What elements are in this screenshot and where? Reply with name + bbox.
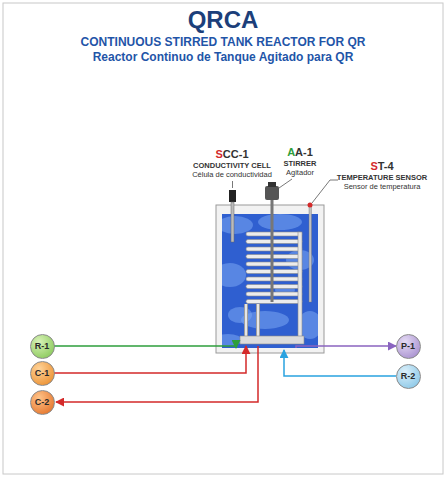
stream-circle: C-1 <box>30 361 55 386</box>
coil-turn <box>246 247 302 251</box>
stream-circle: C-2 <box>30 390 55 415</box>
coil-turn <box>246 285 302 289</box>
conductivity-probe <box>231 202 234 242</box>
title: QRCA <box>188 6 259 34</box>
stream-circle: R-2 <box>396 364 421 389</box>
callout-label: Agitador <box>286 168 314 177</box>
stream-code: R-1 <box>35 341 50 351</box>
callout-label: TEMPERATURE SENSOR <box>337 173 427 182</box>
coolant-in-line <box>54 346 246 373</box>
coolant-out-line <box>56 346 258 402</box>
subtitle: CONTINUOUS STIRRED TANK REACTOR FOR QR <box>81 35 366 49</box>
stream-code: C-1 <box>35 368 50 378</box>
callout-label: CONDUCTIVITY CELL <box>193 161 271 170</box>
stream-code: R-2 <box>401 371 416 381</box>
coil-return <box>298 232 302 342</box>
feed2-line <box>284 350 396 376</box>
leader-line <box>232 181 233 188</box>
leader-line <box>312 180 338 203</box>
heating-coil <box>246 232 302 304</box>
stirrer-cap <box>268 182 276 187</box>
subtitle: Reactor Continuo de Tanque Agitado para … <box>93 50 354 64</box>
product-line <box>296 346 396 348</box>
coil-pipes <box>246 304 258 340</box>
stirrer-motor <box>265 186 279 200</box>
stream-circle: R-1 <box>30 334 55 359</box>
water-blob <box>258 214 302 230</box>
coil-turn <box>246 255 302 259</box>
coil-turn <box>246 277 302 281</box>
stream-circle: P-1 <box>396 334 421 359</box>
bottom-manifold <box>240 336 304 344</box>
coil-turn <box>246 262 302 266</box>
frame <box>3 3 443 474</box>
coil-turn <box>246 270 302 274</box>
water-blob <box>228 307 252 323</box>
water-blob <box>222 216 253 234</box>
tag-code: SCC-1 <box>215 148 248 160</box>
coil-turn <box>246 240 302 244</box>
coil-turn <box>246 300 302 304</box>
coil-pipes-inner <box>246 304 258 340</box>
tag-code: AA-1 <box>287 146 313 158</box>
coil-turn <box>246 292 302 296</box>
callout-label: STIRRER <box>284 159 317 168</box>
temperature-probe <box>309 206 312 302</box>
feed-line <box>54 346 236 348</box>
water-blob <box>222 263 246 287</box>
stream-code: P-1 <box>401 341 415 351</box>
stirrer-shaft <box>271 198 274 302</box>
temperature-head <box>308 203 313 208</box>
stream-code: C-2 <box>35 397 50 407</box>
callout-label: Célula de conductividad <box>192 170 272 179</box>
water-texture <box>222 214 318 346</box>
coil-turn <box>246 232 302 236</box>
tag-code: ST-4 <box>370 160 393 172</box>
water-blob <box>222 334 242 346</box>
leader-line <box>279 179 292 188</box>
callout-label: Sensor de temperatura <box>344 182 421 191</box>
conductivity-head <box>229 190 236 202</box>
